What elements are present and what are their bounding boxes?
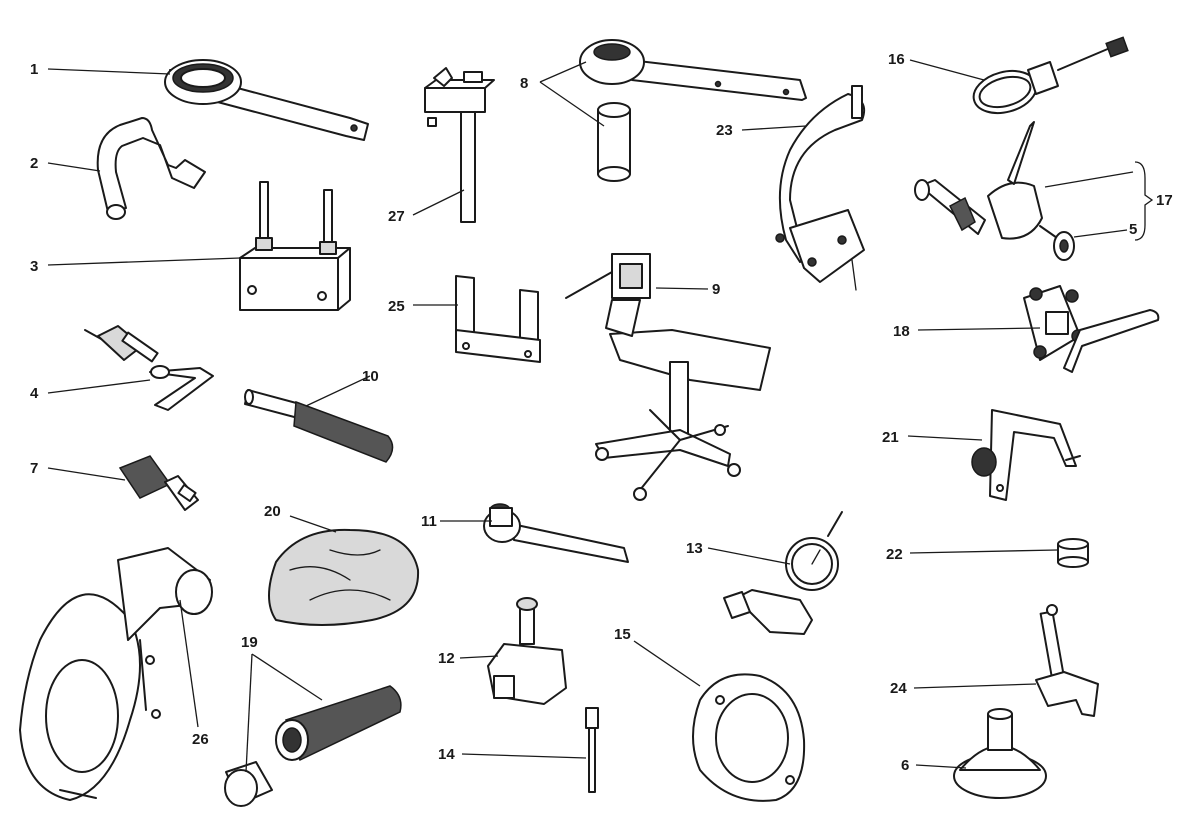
tool-7-knurled-pin bbox=[118, 455, 199, 511]
callout-3: 3 bbox=[30, 258, 38, 275]
tool-2-bent-rod bbox=[96, 117, 206, 220]
callout-21: 21 bbox=[882, 429, 899, 446]
callout-9: 9 bbox=[712, 281, 720, 298]
tool-4-t-handle-puller bbox=[84, 325, 214, 411]
leader-lines bbox=[47, 59, 1154, 773]
callout-13: 13 bbox=[686, 540, 703, 557]
callout-23: 23 bbox=[716, 122, 733, 139]
tool-26-flywheel-holder bbox=[19, 547, 213, 801]
tool-25-u-bracket bbox=[455, 275, 541, 363]
tool-15-ring-holder bbox=[692, 673, 806, 802]
callout-16: 16 bbox=[888, 51, 905, 68]
callout-numbers: 1 2 3 4 5 6 7 8 9 10 11 12 13 14 15 16 1… bbox=[30, 51, 1173, 774]
tool-11-socket-wrench bbox=[483, 503, 629, 563]
callout-12: 12 bbox=[438, 650, 455, 667]
callout-6: 6 bbox=[901, 757, 909, 774]
callout-24: 24 bbox=[890, 680, 907, 697]
tool-9-engine-stand bbox=[565, 253, 771, 501]
tool-10-driver bbox=[244, 389, 394, 463]
callout-11: 11 bbox=[421, 513, 437, 530]
callout-26: 26 bbox=[192, 731, 209, 748]
callout-27: 27 bbox=[388, 208, 405, 225]
callout-15: 15 bbox=[614, 626, 631, 643]
tool-20-cover bbox=[268, 528, 420, 626]
tool-8-socket-wrench bbox=[579, 39, 807, 182]
callout-8: 8 bbox=[520, 75, 528, 92]
callout-22: 22 bbox=[886, 546, 903, 563]
tool-13-dial-gauge bbox=[723, 511, 843, 635]
tool-3-stud-plate bbox=[239, 181, 351, 311]
callout-20: 20 bbox=[264, 503, 281, 520]
callout-19: 19 bbox=[241, 634, 258, 651]
callout-5: 5 bbox=[1129, 221, 1137, 238]
callout-25: 25 bbox=[388, 298, 405, 315]
callout-10: 10 bbox=[362, 368, 379, 385]
tool-24-bracket-rod bbox=[1035, 604, 1099, 717]
tool-6-base-cup bbox=[953, 708, 1047, 799]
callout-17: 17 bbox=[1156, 192, 1173, 209]
callout-2: 2 bbox=[30, 155, 38, 172]
callout-14: 14 bbox=[438, 746, 455, 763]
callout-7: 7 bbox=[30, 460, 38, 477]
tool-22-small-nut bbox=[1057, 538, 1089, 568]
tool-21-hook-bracket bbox=[971, 409, 1081, 501]
tool-12-puller bbox=[487, 597, 567, 705]
tool-14-pin-punch bbox=[585, 707, 599, 793]
tool-18-plate-arm bbox=[1023, 285, 1160, 373]
callout-1: 1 bbox=[30, 61, 38, 78]
tool-23-curved-arm bbox=[775, 85, 866, 291]
tool-27-wing-nut-rod bbox=[424, 67, 495, 223]
tool-16-strap-wrench bbox=[972, 36, 1129, 115]
callout-18: 18 bbox=[893, 323, 910, 340]
tool-19-sleeve-cone bbox=[224, 685, 402, 807]
tool-1-ring-wrench bbox=[164, 59, 369, 141]
tool-17-compression-tool bbox=[914, 121, 1075, 261]
callout-4: 4 bbox=[30, 385, 39, 402]
